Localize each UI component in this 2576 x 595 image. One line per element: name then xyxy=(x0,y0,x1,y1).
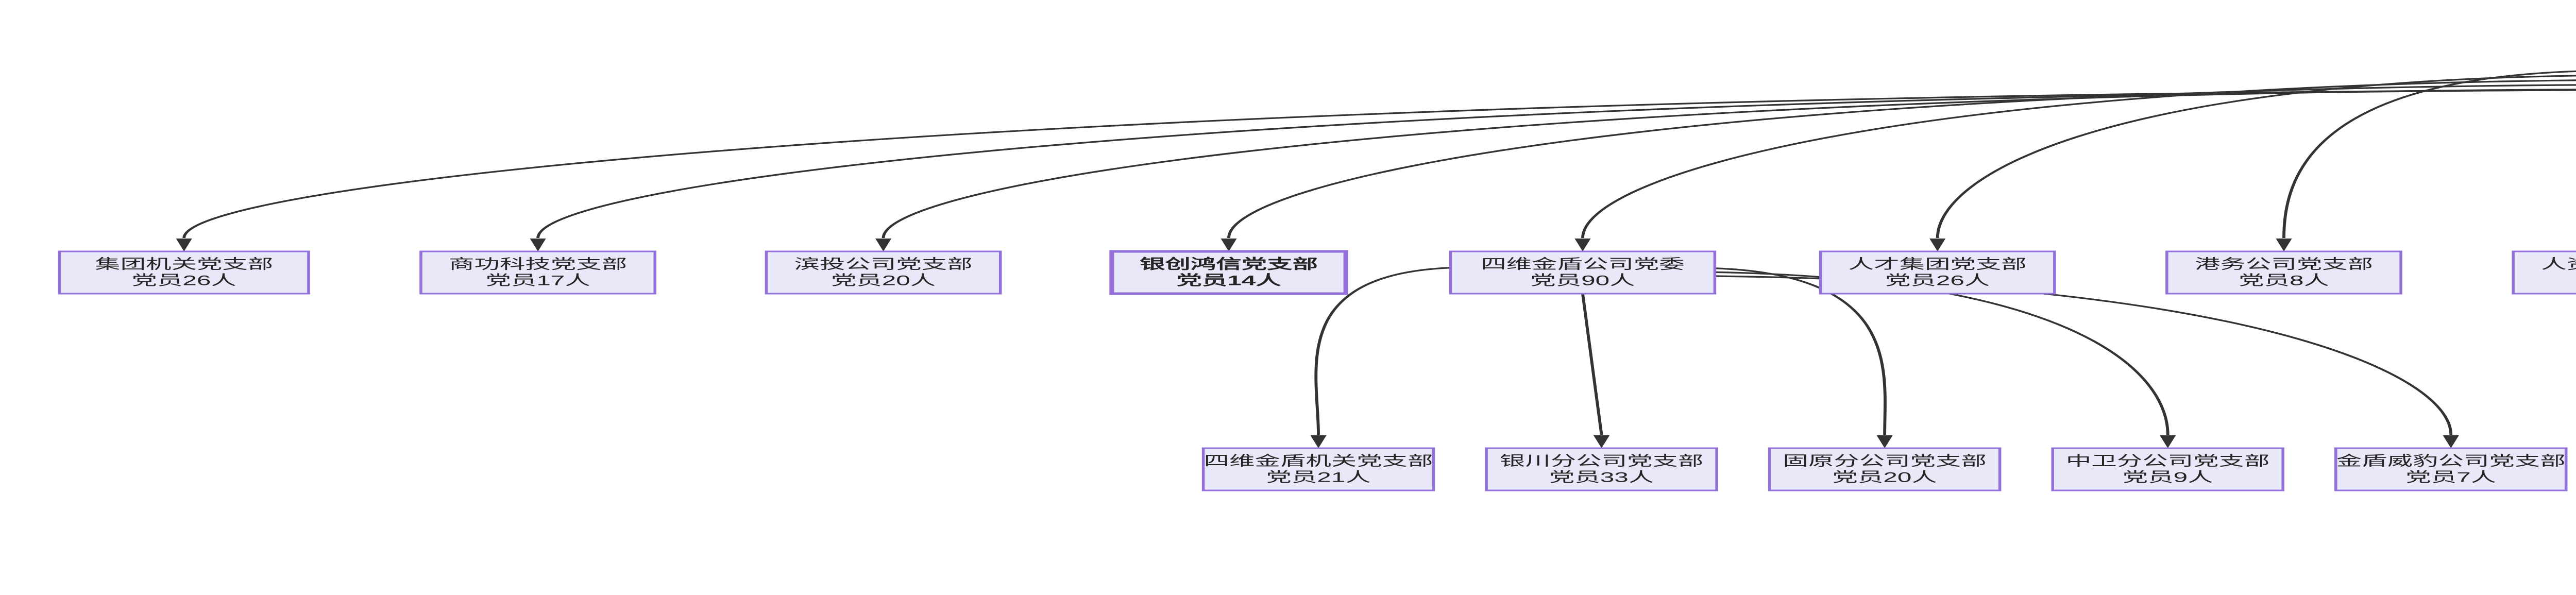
node-title: 人才集团党支部 xyxy=(1849,257,2027,272)
edge-layer xyxy=(176,70,2576,448)
node-title: 中卫分公司党支部 xyxy=(2066,453,2270,469)
node-member-count: 党员21人 xyxy=(1266,470,1370,485)
node-member-count: 党员33人 xyxy=(1549,470,1654,485)
edge-n5-to-m3 xyxy=(1715,267,1893,448)
node-title: 金盾威豹公司党支部 xyxy=(2336,453,2566,469)
node-member-count: 党员9人 xyxy=(2123,470,2213,485)
node-box[interactable] xyxy=(2512,250,2576,295)
node-box[interactable] xyxy=(2165,250,2402,295)
node-box[interactable] xyxy=(419,250,657,295)
node-member-count: 党员20人 xyxy=(1832,470,1937,485)
edge-n5-to-m5 xyxy=(1715,275,2459,448)
node-box[interactable] xyxy=(1449,250,1717,295)
node-box[interactable] xyxy=(58,250,310,295)
node-title: 固原分公司党支部 xyxy=(1783,453,1987,469)
edge-root-to-n6 xyxy=(1929,75,2576,251)
node-box[interactable] xyxy=(1819,250,2056,295)
node-box[interactable] xyxy=(1485,447,1718,491)
node-box[interactable] xyxy=(1201,447,1435,491)
edge-root-to-n4 xyxy=(1221,84,2576,251)
edge-root-to-n5 xyxy=(1574,79,2576,251)
node-box[interactable] xyxy=(765,250,1002,295)
node-member-count: 党员20人 xyxy=(831,273,936,288)
node-member-count: 党员7人 xyxy=(2405,470,2496,485)
node-box[interactable] xyxy=(1109,250,1348,295)
edge-root-to-n1 xyxy=(176,89,2576,251)
node-member-count: 党员8人 xyxy=(2239,273,2329,288)
node-n8[interactable]: 人资公司党支部党员5人 xyxy=(2512,250,2576,295)
node-member-count: 党员17人 xyxy=(485,273,590,288)
node-title: 港务公司党支部 xyxy=(2195,257,2373,272)
node-member-count: 党员26人 xyxy=(132,273,236,288)
node-box[interactable] xyxy=(2051,447,2284,491)
node-title: 商功科技党支部 xyxy=(449,257,627,272)
node-box[interactable] xyxy=(2334,447,2568,491)
edge-root-to-n7 xyxy=(2276,70,2576,251)
node-title: 四维金盾公司党委 xyxy=(1481,257,1685,272)
node-title: 人资公司党支部 xyxy=(2541,257,2576,272)
edge-n5-to-m1 xyxy=(1310,267,1451,448)
edge-n5-to-m2 xyxy=(1581,293,1610,448)
edge-root-to-n3 xyxy=(875,89,2576,251)
edge-root-to-n2 xyxy=(530,89,2576,251)
node-title: 银创鸿信党支部 xyxy=(1140,257,1318,272)
edge-n5-to-m4 xyxy=(1715,271,2176,448)
node-member-count: 党员90人 xyxy=(1530,273,1635,288)
node-member-count: 党员14人 xyxy=(1176,273,1281,288)
node-box[interactable] xyxy=(1768,447,2002,491)
node-member-count: 党员26人 xyxy=(1885,273,1990,288)
node-layer: 银川创投集团党委党员215人集团机关党支部党员26人商功科技党支部党员17人滨投… xyxy=(58,250,2576,491)
node-title: 集团机关党支部 xyxy=(95,257,273,272)
node-title: 银川分公司党支部 xyxy=(1500,453,1704,469)
node-title: 四维金盾机关党支部 xyxy=(1204,453,1433,469)
node-title: 滨投公司党支部 xyxy=(794,257,973,272)
